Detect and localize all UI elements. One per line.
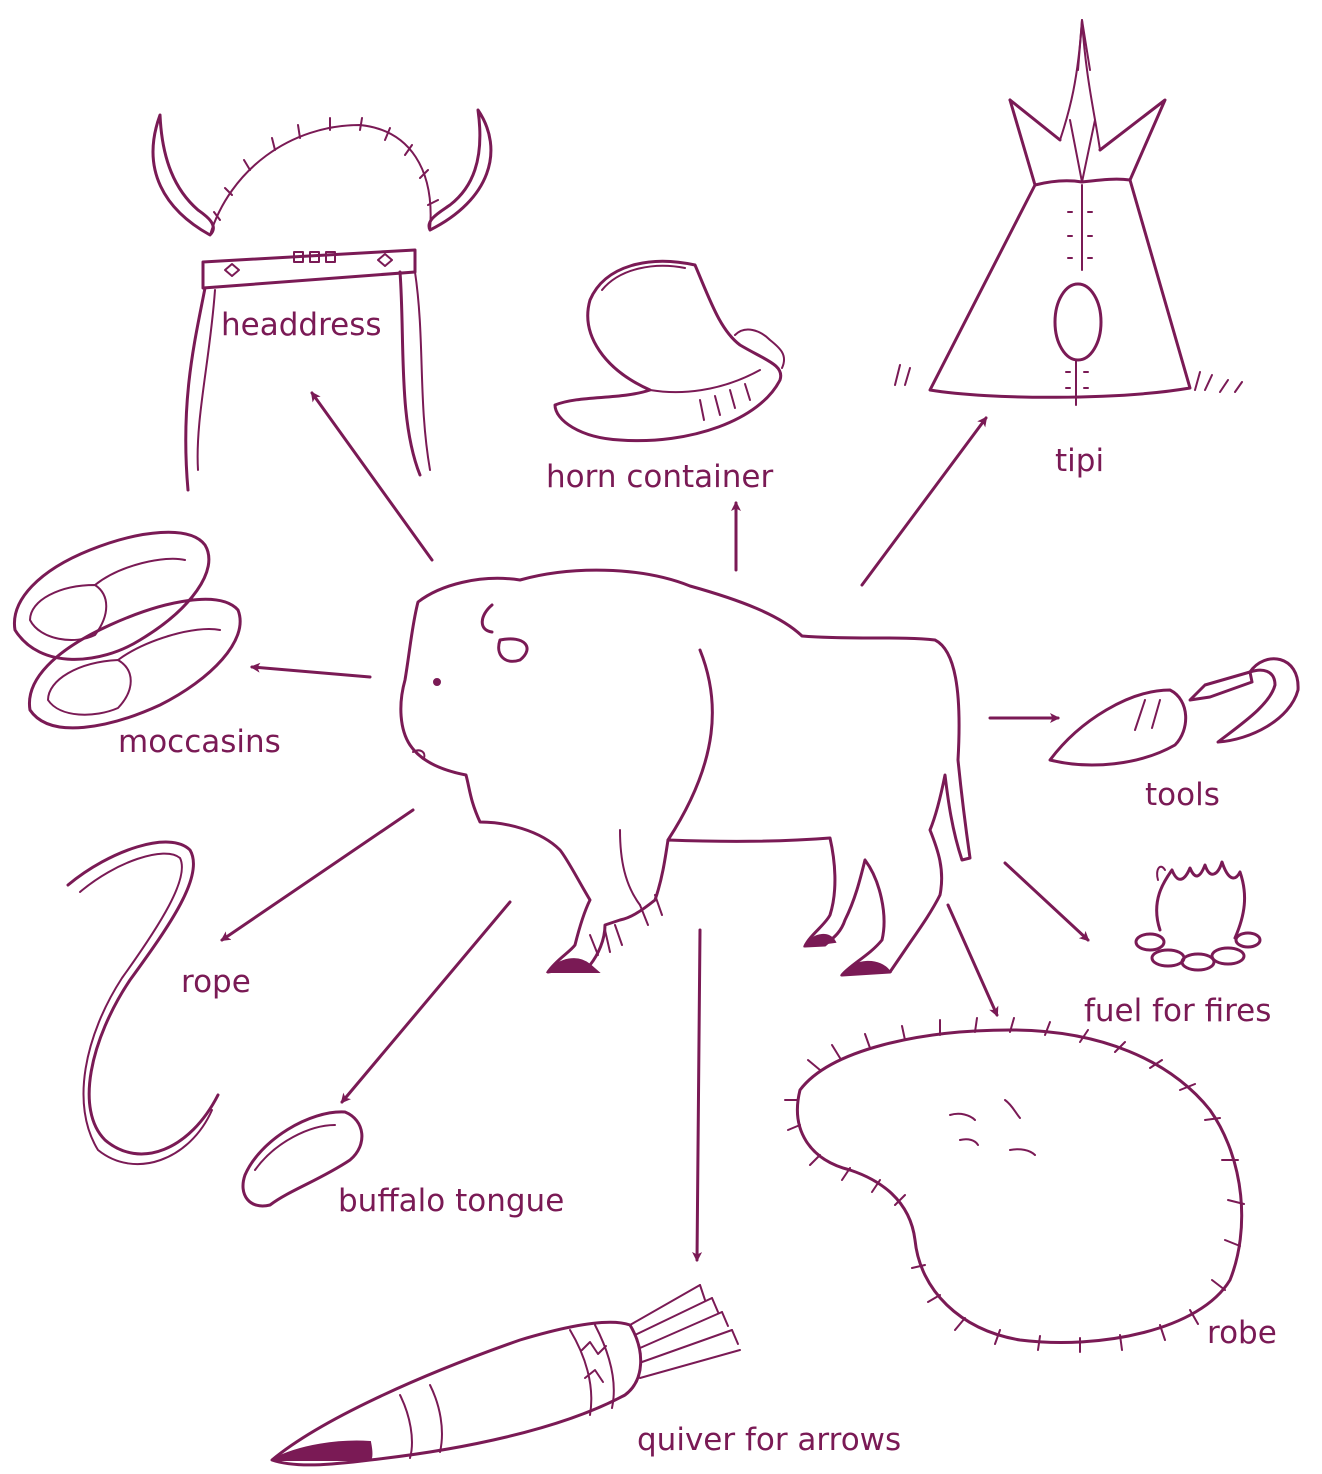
label-tools: tools xyxy=(1145,780,1220,811)
moccasins-icon xyxy=(14,532,240,728)
buffalo-icon xyxy=(401,570,970,975)
label-headdress: headdress xyxy=(221,310,382,341)
arrow-to-buffalo-tongue xyxy=(342,902,510,1102)
headdress-icon xyxy=(153,110,491,490)
rope-icon xyxy=(68,842,218,1164)
arrows xyxy=(222,393,1088,1260)
arrow-to-moccasins xyxy=(252,667,370,677)
label-buffalo-tongue: buffalo tongue xyxy=(338,1186,564,1217)
horn-container-icon xyxy=(555,261,784,440)
arrow-to-headdress xyxy=(312,393,432,560)
tools-icon xyxy=(1050,659,1298,765)
arrow-to-tipi xyxy=(862,418,986,585)
label-moccasins: moccasins xyxy=(118,727,281,758)
arrow-to-robe xyxy=(948,905,997,1015)
label-quiver-for-arrows: quiver for arrows xyxy=(637,1425,901,1456)
label-tipi: tipi xyxy=(1055,446,1104,477)
label-horn-container: horn container xyxy=(546,462,773,493)
arrow-to-fuel-for-fires xyxy=(1005,863,1088,940)
label-robe: robe xyxy=(1207,1318,1277,1349)
campfire-icon xyxy=(1136,862,1260,970)
label-rope: rope xyxy=(181,967,251,998)
robe-icon xyxy=(785,1018,1244,1352)
arrow-to-rope xyxy=(222,810,413,940)
tipi-icon xyxy=(895,20,1242,405)
label-fuel-for-fires: fuel for fires xyxy=(1084,996,1271,1027)
arrow-to-quiver-for-arrows xyxy=(697,930,700,1260)
